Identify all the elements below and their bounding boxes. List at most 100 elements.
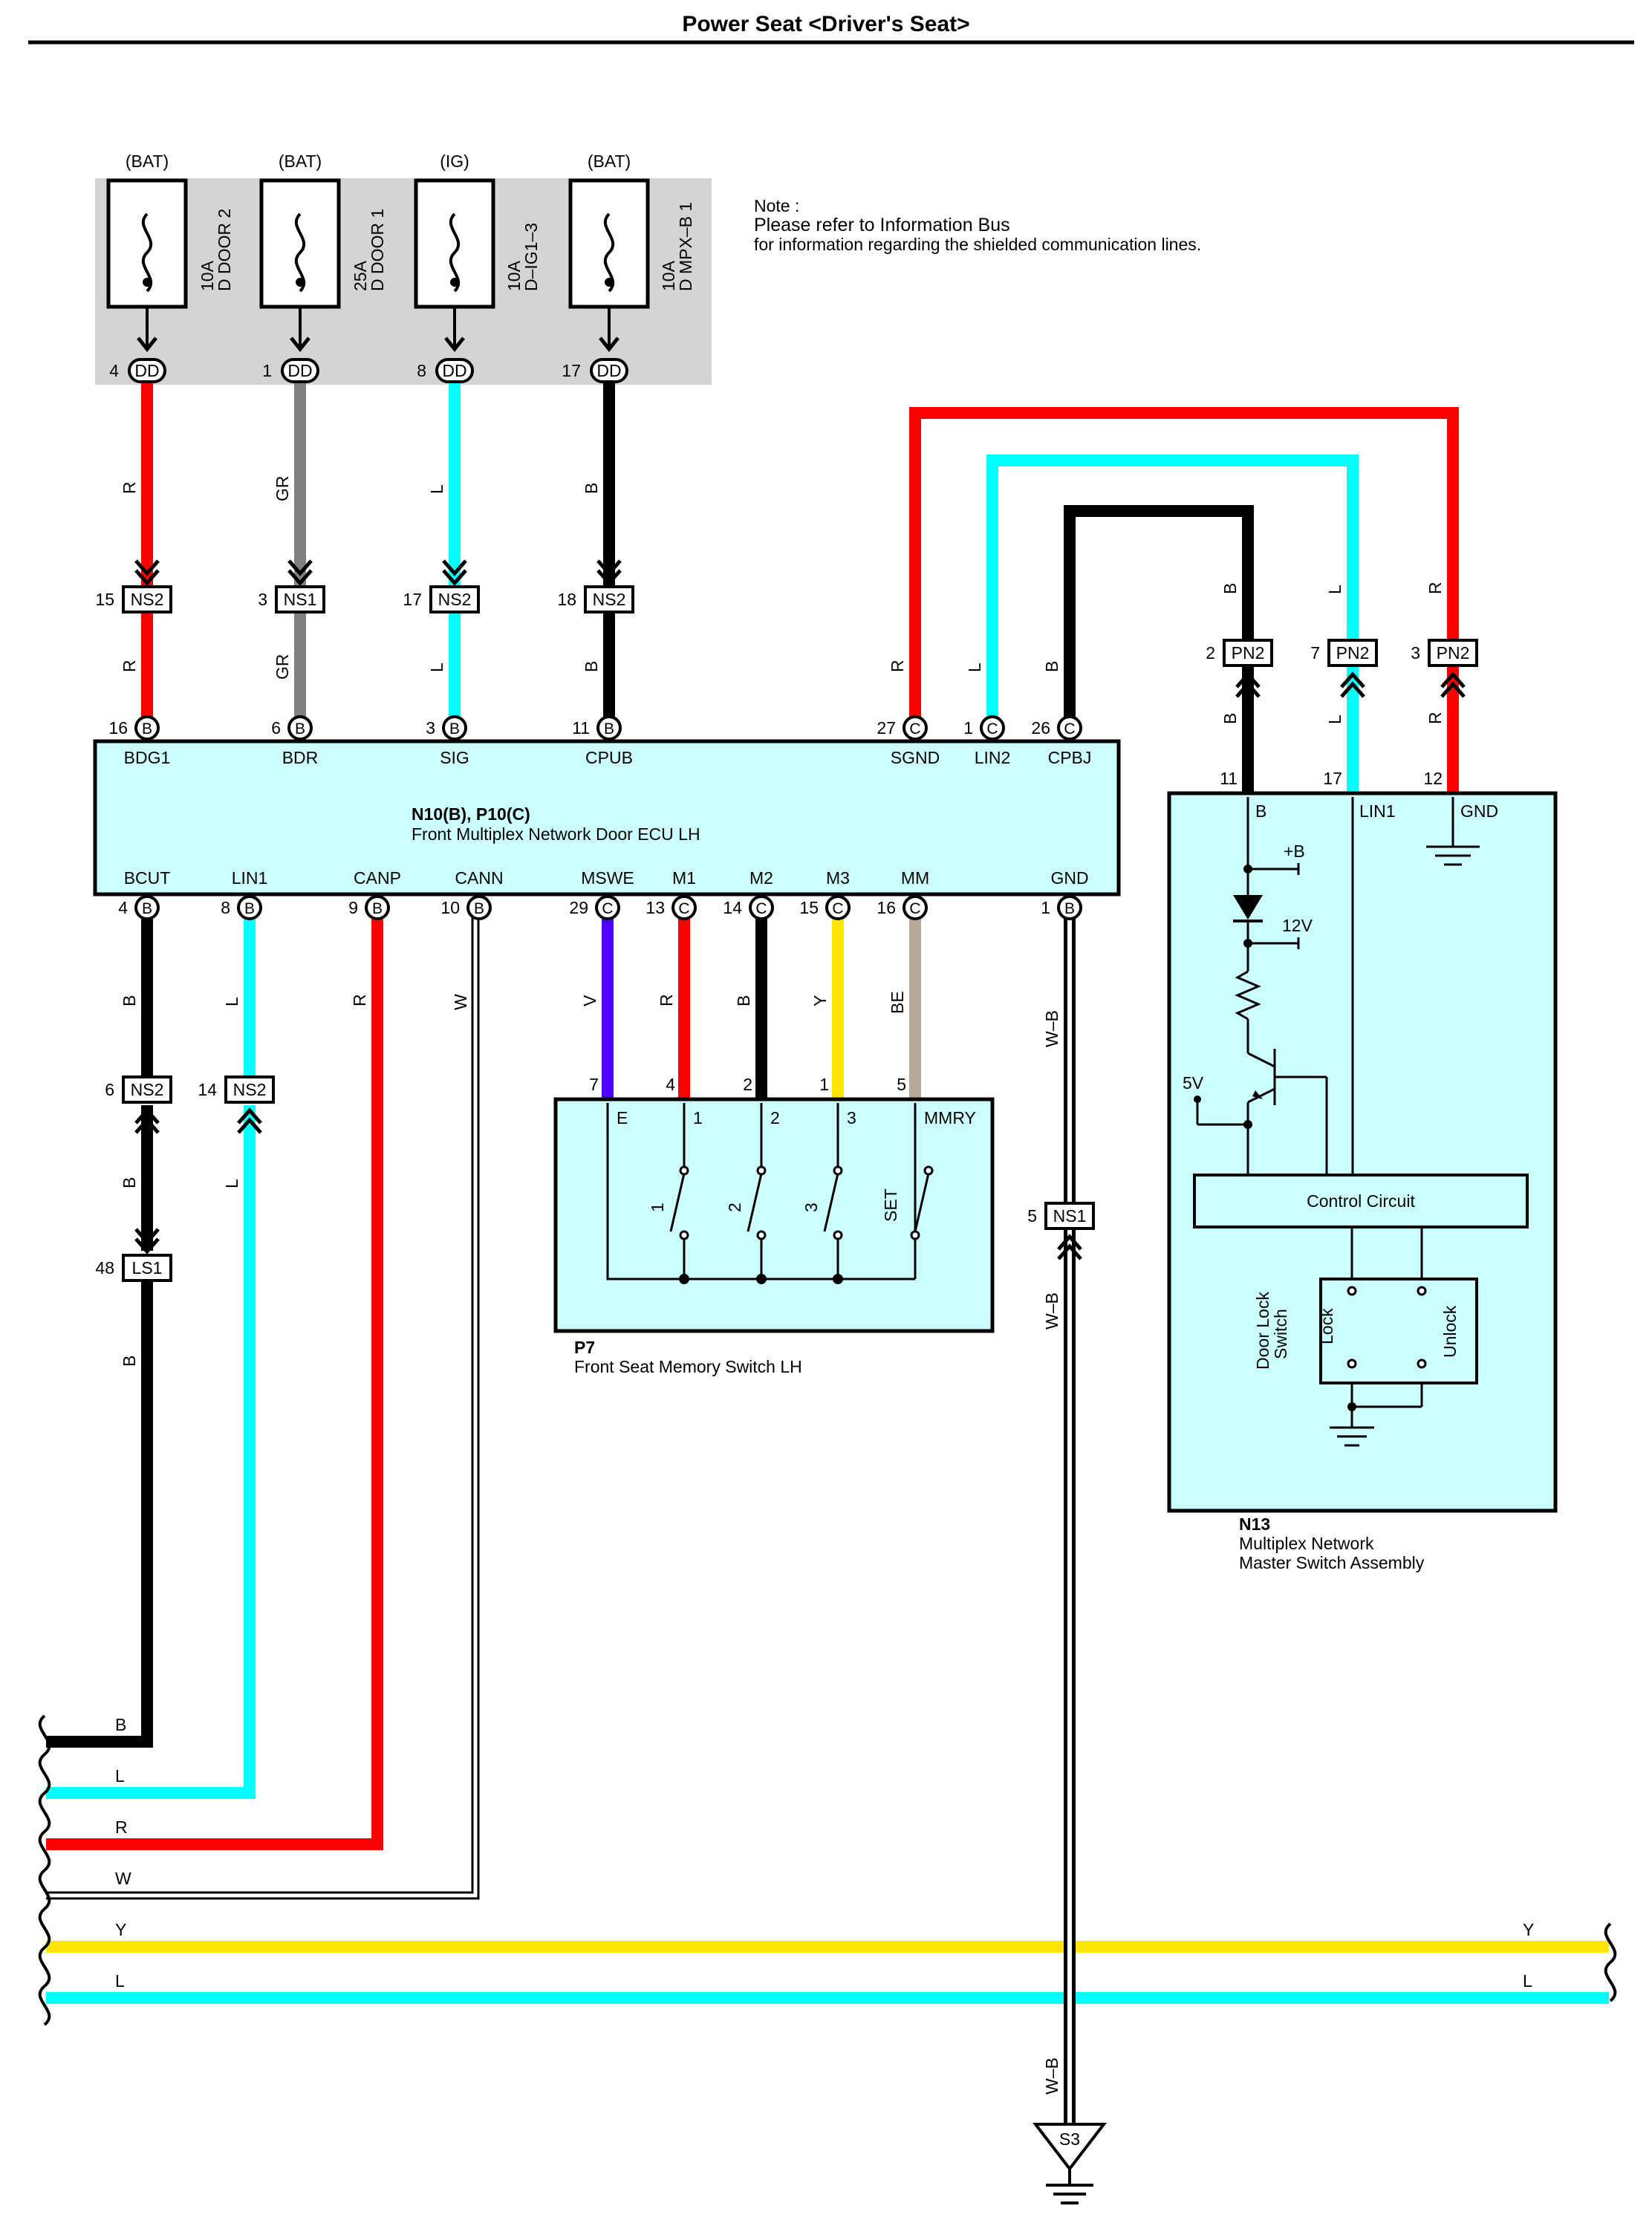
fuse-rating: 10A [198,260,217,291]
transistor-arrow-icon [1252,1090,1263,1099]
svg-text:4: 4 [666,1075,675,1094]
connector-ns2-14: NS2 14 [198,1075,275,1104]
n13-box [1167,791,1558,1513]
ecu-pin-canp: CANP B 9 [348,868,401,920]
svg-text:CPBJ: CPBJ [1048,748,1092,767]
connector-ns2-6: NS2 6 [105,1075,172,1104]
p7-internal [606,1103,930,1280]
svg-text:Y: Y [1523,1920,1534,1939]
svg-text:MM: MM [901,868,929,888]
connector-ns2-18: NS2 18 [557,585,634,614]
svg-text:4: 4 [109,361,119,380]
connector-pn2-2: PN2 2 [1206,639,1273,667]
ground-s3: S3 [1032,2123,1108,2204]
svg-text:B: B [142,900,152,917]
svg-text:B: B [449,720,460,738]
svg-text:L: L [427,663,446,672]
svg-text:L: L [1325,585,1344,594]
control-circuit-label: Control Circuit [1307,1191,1415,1211]
ecu-pin-sgnd: C 27 SGND [877,715,940,767]
svg-text:MMRY: MMRY [924,1108,976,1127]
svg-text:C: C [1064,720,1075,738]
svg-text:L: L [1325,715,1344,724]
svg-text:3: 3 [1411,643,1420,663]
svg-text:48: 48 [95,1258,114,1278]
svg-text:27: 27 [877,718,896,738]
ecu-box [93,739,1121,896]
svg-text:26: 26 [1031,718,1050,738]
svg-text:W: W [115,1869,131,1888]
svg-text:L: L [427,484,446,494]
p7-id: P7 [574,1338,595,1357]
svg-text:R: R [120,660,139,672]
svg-text:PN2: PN2 [1232,643,1265,663]
svg-text:3: 3 [801,1203,821,1212]
svg-text:16: 16 [877,898,896,917]
connector-ns2-17: NS2 17 [403,585,480,614]
svg-text:NS2: NS2 [131,1080,164,1099]
svg-text:17: 17 [403,590,422,609]
wire-lin1-lower [46,1105,256,1799]
connector-ns1-3: NS1 3 [258,585,325,614]
connector-ns1-5: NS1 5 [1027,1202,1095,1230]
svg-text:1: 1 [819,1075,829,1094]
svg-text:R: R [1425,582,1445,594]
svg-text:LIN1: LIN1 [1359,801,1396,821]
fuse-name: D DOOR 1 [368,209,387,291]
svg-text:C: C [909,720,920,738]
ecu-pin-cann: CANN B 10 [440,868,504,920]
svg-text:GND: GND [1460,801,1498,821]
svg-text:B: B [1220,583,1240,594]
svg-text:3: 3 [847,1108,856,1127]
fuse-leads [146,307,611,349]
svg-text:B: B [1064,900,1075,917]
svg-text:W–B: W–B [1042,1010,1061,1047]
svg-text:L: L [222,1179,241,1188]
svg-text:3: 3 [258,590,267,609]
right-wire-labels: R L B B L R B L R [888,582,1445,724]
note-line-1: Note : [754,196,799,215]
svg-text:12V: 12V [1282,916,1313,935]
svg-text:13: 13 [645,898,665,917]
ecu-name: N10(B), P10(C) [412,804,530,824]
svg-text:7: 7 [1310,643,1320,663]
ecu-pin-lin1: LIN1 B 8 [221,868,268,920]
ecu-pin-sig: B 3 SIG [426,715,469,767]
svg-text:1: 1 [963,718,973,738]
svg-text:L: L [222,997,241,1006]
svg-text:BDG1: BDG1 [124,748,171,767]
svg-text:B: B [582,483,601,494]
fuse-box [106,178,188,309]
svg-text:LIN1: LIN1 [232,868,268,888]
svg-text:R: R [350,994,369,1006]
svg-text:NS2: NS2 [131,590,164,609]
svg-text:C: C [755,900,767,917]
p7-switch-labels: 1 2 3 SET [648,1188,900,1222]
ecu-pin-mm: MM C 16 [877,868,929,920]
svg-text:NS1: NS1 [1053,1206,1087,1226]
n13-desc-1: Multiplex Network [1239,1534,1374,1553]
svg-text:17: 17 [562,361,581,380]
fuse-arrows [137,336,620,353]
svg-text:6: 6 [271,718,281,738]
fuse-rating: 10A [504,260,524,291]
svg-text:B: B [582,661,601,672]
ecu-bottom-pins: BCUT B 4 LIN1 B 8 CANP B 9 CANN B 10 MSW… [118,868,1089,920]
svg-text:W: W [451,994,470,1010]
svg-text:L: L [115,1766,125,1786]
svg-text:2: 2 [1206,643,1215,663]
svg-text:BCUT: BCUT [124,868,171,888]
bundle-labels: B L R W Y L Y L [115,1715,1534,1991]
fuse-box [259,178,341,309]
ecu-pin-lin2: C 1 LIN2 [963,715,1010,767]
svg-text:12: 12 [1423,769,1443,788]
svg-text:15: 15 [799,898,819,917]
p7-memory-switch: 7 4 2 1 5 E 1 2 3 MMRY [553,1075,995,1376]
svg-text:8: 8 [417,361,426,380]
wire-cann-core [46,908,478,1898]
fuse-source: (BAT) [279,152,322,171]
svg-text:GR: GR [273,476,292,502]
svg-text:B: B [120,995,139,1006]
bottom-wires [46,908,1076,2124]
